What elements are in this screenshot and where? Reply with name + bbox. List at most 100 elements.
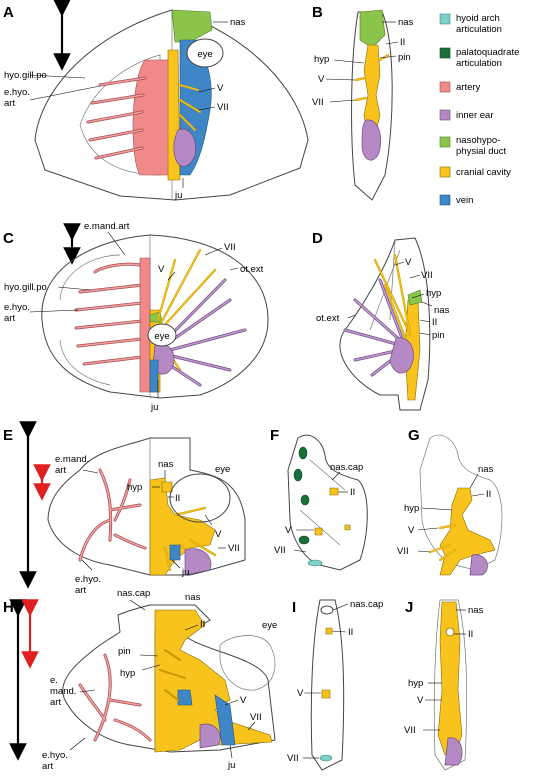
eye-outline-h <box>219 635 276 691</box>
legend-item-1-line-2: articulation <box>456 24 502 35</box>
panel-i: I nas.cap II V VII <box>287 599 383 771</box>
darkgreen-square-icon <box>439 47 451 59</box>
pink-square-icon <box>439 81 451 93</box>
eye-outline-e <box>169 473 231 523</box>
legend-item-7-line-1: vein <box>456 195 473 206</box>
legend-item-6-line-1: cranial cavity <box>456 167 511 178</box>
label-hyp-e: hyp <box>127 482 142 493</box>
leader-nas-cap-h <box>129 599 146 611</box>
nasal-capsule-i <box>320 605 334 615</box>
eye-outline-c <box>147 323 177 347</box>
label-ju-h: ju <box>227 760 235 771</box>
leader-pin-b <box>379 55 397 59</box>
label-hyp-h: hyp <box>120 668 135 679</box>
label-ot-ext-c: ot.ext <box>240 264 264 275</box>
label-e-mand-e-1: e.mand. <box>55 454 89 465</box>
skull-outline-h <box>62 604 276 753</box>
label-nas-j: nas <box>468 605 484 616</box>
inner-ear-a <box>173 128 196 167</box>
panel-c-label: C <box>3 230 14 247</box>
leader-hyp-d <box>411 293 425 299</box>
vein-h <box>214 694 236 746</box>
leader-v-e <box>204 514 213 526</box>
hyoid-art-i <box>319 754 333 762</box>
leader-vii-c <box>204 247 223 256</box>
nerves-c <box>156 248 217 372</box>
skull-outline-e <box>47 437 246 576</box>
optic-foramen-j <box>445 627 455 637</box>
label-ii-h: II <box>200 619 205 630</box>
nerves-h <box>158 648 187 702</box>
leader-vii-a <box>198 106 216 111</box>
leader-nas-cap-f <box>331 471 341 481</box>
label-vii-b: VII <box>312 97 324 108</box>
label-v-b: V <box>318 74 325 85</box>
leader-ii-d <box>419 319 431 323</box>
label-vii-f: VII <box>274 545 286 556</box>
label-vii-h: VII <box>250 712 262 723</box>
label-hyp-d: hyp <box>426 288 441 299</box>
label-ii-f: II <box>350 487 355 498</box>
inner-ear-b <box>361 119 381 161</box>
label-eye-h: eye <box>262 620 277 631</box>
label-e-hyo-e-1: e.hyo. <box>75 574 101 585</box>
panel-j-label: J <box>405 599 413 616</box>
label-vii-e: VII <box>228 543 240 554</box>
leader-ii-h <box>184 624 199 631</box>
leader-v-d <box>394 261 405 266</box>
label-vii-j: VII <box>404 725 416 736</box>
nasal-duct-e <box>161 481 173 493</box>
label-hyo-gill-po-c: hyo.gill.po <box>4 282 47 293</box>
label-pin-d: pin <box>432 330 445 341</box>
legend-item-1-line-1: hyoid arch <box>456 13 500 24</box>
label-nas-g: nas <box>478 464 494 475</box>
label-hyp-b: hyp <box>314 54 329 65</box>
nasal-duct-a <box>171 9 213 43</box>
label-ii-g: II <box>486 489 491 500</box>
leader-e-hyo-a <box>29 85 101 101</box>
panel-g: G nas II hyp V VII <box>397 427 503 576</box>
palatoquadrate-art-f2 <box>293 468 303 482</box>
leader-pin-h <box>139 654 159 657</box>
panel-a-label: A <box>3 4 14 21</box>
inner-ear-h <box>199 723 221 749</box>
panel-b: B nas II hyp pin V VII <box>312 4 414 201</box>
palatoquadrate-art-f4 <box>298 535 310 545</box>
nerves-e <box>163 506 217 572</box>
leader-ii-g <box>471 493 485 497</box>
artery-branches-c <box>74 262 144 366</box>
leader-v-b <box>325 78 356 81</box>
panel-h-label: H <box>3 599 14 616</box>
label-vii-i: VII <box>287 753 299 764</box>
blue-square-icon <box>439 194 451 206</box>
braincase-outline-f <box>287 434 368 571</box>
panel-h: H nas.cap nas II eye pin hyp e. mand. ar… <box>3 588 277 772</box>
leader-hyo-gill-c <box>57 286 91 291</box>
panel-d: D V VII hyp nas II pin ot.ext <box>312 230 450 411</box>
panel-c: C eye e.mand.art hyo.gill.po <box>3 221 269 413</box>
inner-ear-d <box>389 337 414 374</box>
label-v-g: V <box>408 525 415 536</box>
label-ot-ext-d: ot.ext <box>316 313 340 324</box>
label-pin-h: pin <box>118 646 131 657</box>
leader-nas-d <box>421 301 433 307</box>
label-v-a: V <box>217 83 224 94</box>
leader-v-h <box>224 699 239 706</box>
leader-nas-cap-i <box>332 603 349 611</box>
inner-outline-f <box>299 459 346 546</box>
nasal-duct-d <box>407 289 423 306</box>
cranial-cavity-i2 <box>321 689 331 699</box>
leader-ju-e <box>171 559 181 569</box>
hyoid-art-f <box>307 559 323 567</box>
yellow-square-icon <box>439 166 451 178</box>
label-nas-b: nas <box>398 17 414 28</box>
leader-hyo-gill-a <box>29 74 86 79</box>
label-v-d: V <box>405 257 412 268</box>
leader-e-hyo-c <box>29 309 79 313</box>
label-nas-d: nas <box>434 305 450 316</box>
label-e-mand-h-2: mand. <box>50 686 76 697</box>
label-e-hyo-e-2: art <box>75 585 86 596</box>
label-ii-d: II <box>432 317 437 328</box>
label-hyp-g: hyp <box>404 503 419 514</box>
panel-b-label: B <box>312 4 323 21</box>
